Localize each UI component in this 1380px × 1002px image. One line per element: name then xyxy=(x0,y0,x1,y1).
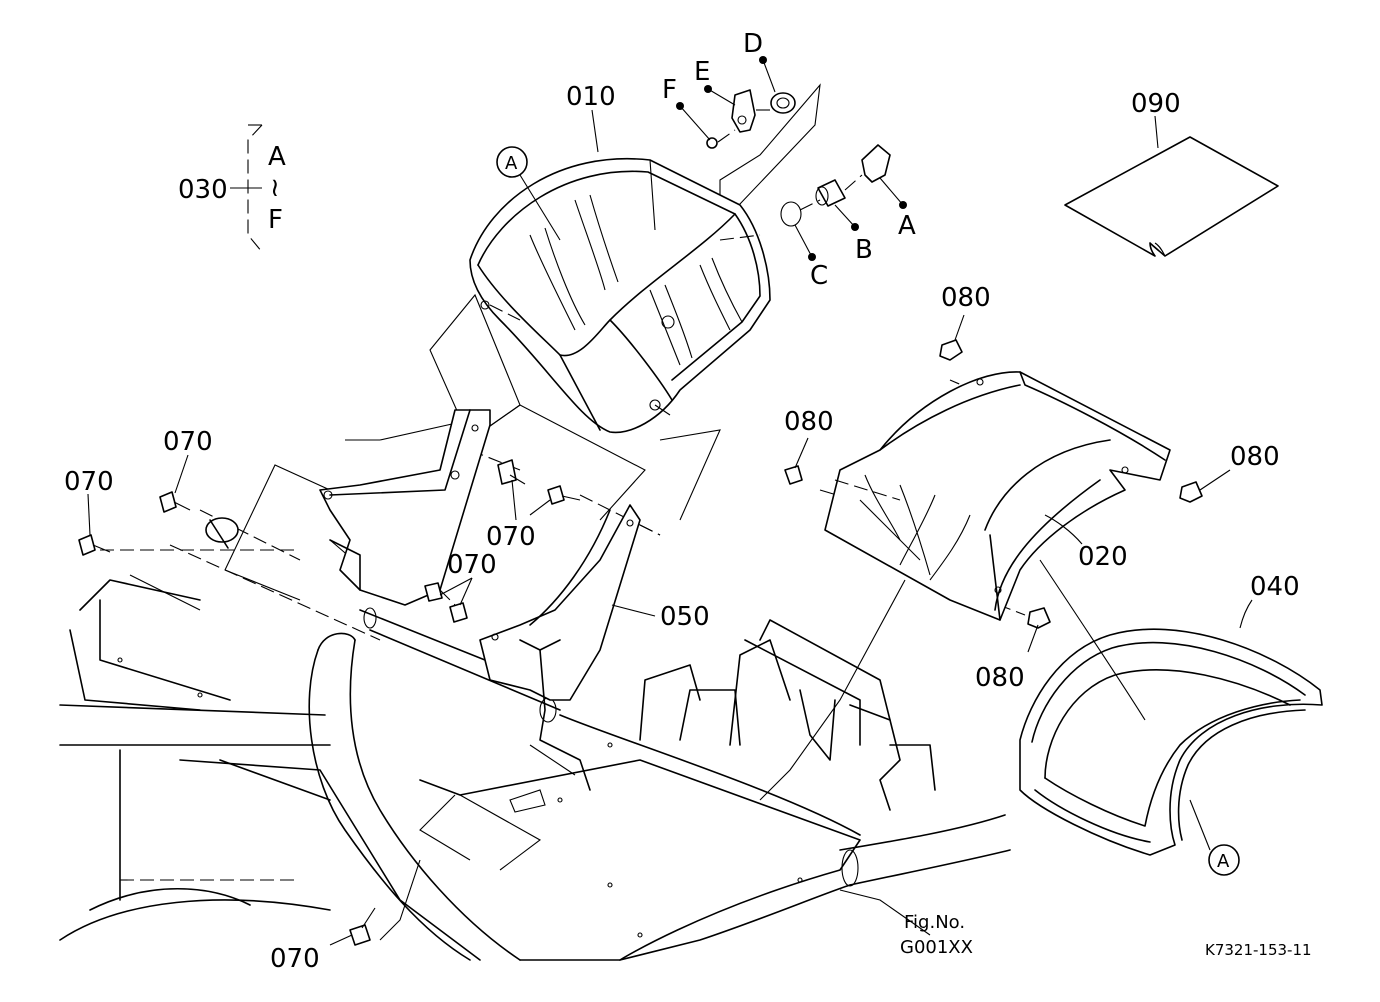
drawing-code: K7321-153-11 xyxy=(1205,941,1312,959)
sub-part-f: F xyxy=(662,75,677,105)
callout-leaders xyxy=(87,109,1253,946)
bolt-070-f xyxy=(349,907,376,946)
nut-080-b xyxy=(784,465,803,485)
decal-sheet-090[interactable] xyxy=(1064,136,1279,257)
rear-box-010[interactable] xyxy=(469,158,771,434)
nut-080-a xyxy=(939,339,963,361)
label-050: 050 xyxy=(660,602,710,632)
labels: 010 020 030 040 050 070 070 070 070 070 … xyxy=(64,29,1312,974)
latch-parts xyxy=(676,56,907,261)
label-070-a: 070 xyxy=(64,467,114,497)
svg-text:A: A xyxy=(505,153,518,174)
figure-number: G001XX xyxy=(900,937,973,958)
label-090: 090 xyxy=(1131,89,1181,119)
fasteners xyxy=(78,339,1203,946)
figure-label: Fig.No. xyxy=(904,912,965,933)
label-070-c: 070 xyxy=(486,522,536,552)
label-080-d: 080 xyxy=(975,663,1025,693)
sub-part-b: B xyxy=(855,235,873,265)
label-070-b: 070 xyxy=(163,427,213,457)
svg-text:A: A xyxy=(1217,851,1230,872)
fender-trim-040[interactable] xyxy=(1019,628,1323,856)
sub-part-a: A xyxy=(898,211,916,241)
ref-circle-a-bottom: A xyxy=(1208,844,1240,876)
nut-080-d xyxy=(1027,607,1051,629)
label-080-a: 080 xyxy=(941,283,991,313)
label-010: 010 xyxy=(566,82,616,112)
bracket-050[interactable] xyxy=(479,504,661,791)
left-bracket xyxy=(319,409,491,606)
leader-lines xyxy=(100,83,1146,941)
label-070-e: 070 xyxy=(270,944,320,974)
bolt-070-d xyxy=(547,485,581,505)
tractor-frame xyxy=(59,579,1011,961)
label-080-b: 080 xyxy=(784,407,834,437)
bolt-070-e xyxy=(424,582,468,623)
bolt-070-c xyxy=(497,459,526,485)
kit-030-from: A xyxy=(268,142,286,172)
fender-020[interactable] xyxy=(824,371,1171,621)
sub-part-c: C xyxy=(810,261,828,291)
label-040: 040 xyxy=(1250,572,1300,602)
sub-part-d: D xyxy=(743,29,763,59)
kit-030-to: F xyxy=(268,205,283,235)
ref-circle-a-top: A xyxy=(496,146,528,178)
nut-080-c xyxy=(1179,481,1203,503)
label-020: 020 xyxy=(1078,542,1128,572)
sub-part-e: E xyxy=(694,57,710,87)
label-070-d: 070 xyxy=(447,550,497,580)
label-030: 030 xyxy=(178,175,228,205)
kit-030-range: ≀ xyxy=(270,173,280,203)
bolt-070-a xyxy=(78,534,111,556)
bolt-070-b xyxy=(159,491,191,513)
label-080-c: 080 xyxy=(1230,442,1280,472)
